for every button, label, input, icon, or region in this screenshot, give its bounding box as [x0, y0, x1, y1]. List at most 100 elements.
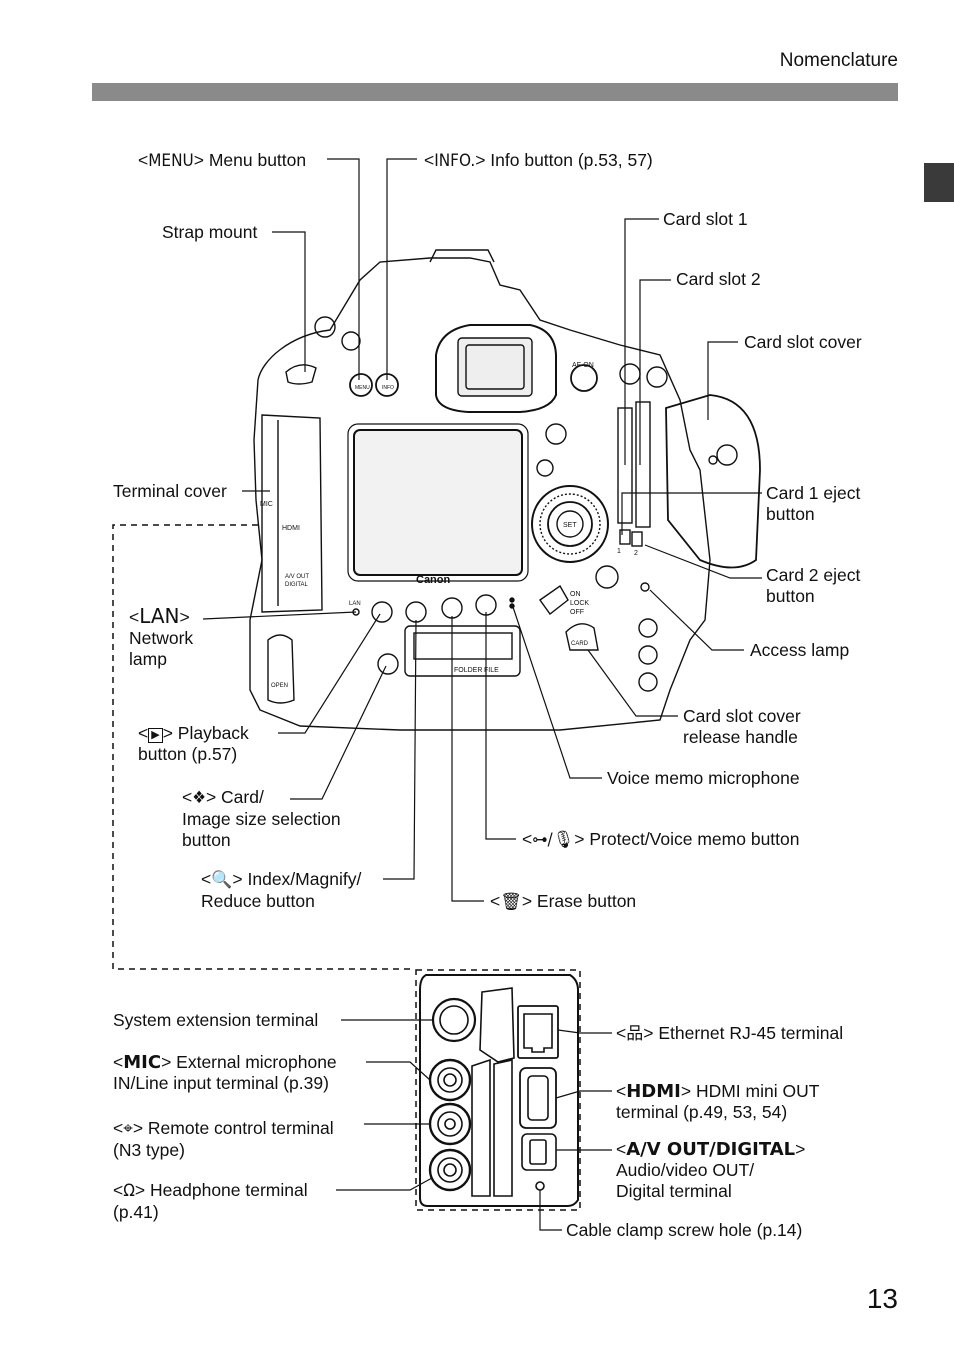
leader-voice-mic: [511, 603, 602, 779]
index-l2: Reduce button: [201, 891, 315, 911]
label-headphone: <Ω> Headphone terminal(p.41): [113, 1180, 308, 1222]
erase-text: Erase button: [536, 891, 637, 911]
label-menu-button: <MENU> Menu button: [138, 150, 307, 171]
lcd-folder: FOLDER: [454, 667, 482, 674]
card2-eject-l2: button: [766, 586, 815, 606]
av-out-glyph: A/V OUT/DIGITAL: [626, 1139, 796, 1160]
brand-logo: Canon: [416, 574, 451, 586]
ethernet-icon: 品: [626, 1024, 644, 1044]
headphone-icon: Ω: [123, 1181, 135, 1201]
switch-lock: LOCK: [570, 600, 589, 607]
leader-index: [383, 619, 417, 880]
label-av-out: <A/V OUT/DIGITAL>Audio/video OUT/Digital…: [616, 1139, 806, 1201]
playback-l1: Playback: [177, 723, 249, 743]
section-title: Nomenclature: [779, 50, 898, 71]
label-cable-clamp: Cable clamp screw hole (p.14): [566, 1220, 803, 1240]
slot-2-num: 2: [634, 550, 638, 557]
af-on-text: AF-ON: [572, 362, 594, 369]
leader-card-release: [587, 649, 678, 717]
erase-icon: 🗑: [500, 892, 522, 912]
release-l1: Card slot cover: [683, 706, 801, 726]
av-l2: Digital terminal: [616, 1181, 732, 1201]
port-av-text: A/V OUT: [285, 574, 309, 580]
label-index-magnify: <🔍> Index/Magnify/Reduce button: [201, 869, 362, 911]
release-l2: release handle: [683, 727, 798, 747]
callout-dash-box: [415, 969, 581, 1211]
info-glyph: INFO.: [434, 151, 476, 171]
port-mic-text: MIC: [260, 501, 273, 508]
card1-eject-l1: Card 1 eject: [766, 483, 861, 503]
leader-ethernet: [557, 1029, 612, 1034]
label-strap-mount: Strap mount: [162, 222, 258, 242]
chapter-tab: [924, 163, 954, 202]
leader-hdmi: [555, 1090, 612, 1099]
lcd-file: FILE: [484, 667, 499, 674]
protect-voice-text: Protect/Voice memo button: [589, 829, 800, 849]
card-image-icon: ❖: [192, 788, 206, 808]
label-erase: <🗑> Erase button: [490, 891, 637, 912]
card2-eject-l1: Card 2 eject: [766, 565, 861, 585]
playback-l2: button (p.57): [138, 744, 238, 764]
label-remote: <⌖> Remote control terminal(N3 type): [113, 1118, 334, 1160]
leader-lan: [202, 611, 357, 620]
mic-glyph: MIC: [123, 1052, 162, 1073]
card-image-l2: Image size selection: [182, 809, 341, 829]
label-system-extension: System extension terminal: [113, 1010, 319, 1030]
headphone-l1: Headphone terminal: [150, 1180, 308, 1200]
remote-l2: (N3 type): [113, 1140, 185, 1160]
label-terminal-cover: Terminal cover: [113, 481, 227, 501]
mic-l1: External microphone: [176, 1052, 337, 1072]
lan-glyph: LAN: [139, 604, 180, 628]
leader-slot1: [624, 218, 659, 465]
card-image-l3: button: [182, 830, 231, 850]
leader-card2-eject: [644, 544, 762, 579]
leader-info: [386, 158, 417, 380]
card-text: CARD: [571, 641, 589, 647]
label-card-slot-cover: Card slot cover: [744, 332, 862, 352]
protect-voice-icon: ⊶/🎙: [532, 830, 575, 850]
label-ethernet: <品> Ethernet RJ-45 terminal: [616, 1023, 844, 1044]
remote-l1: Remote control terminal: [147, 1118, 334, 1138]
leader-headphone: [336, 1177, 433, 1191]
port-hdmi-text: HDMI: [282, 525, 300, 532]
leader-cable-clamp: [539, 1190, 562, 1231]
header-rule: [92, 83, 898, 101]
card-image-l1: Card/: [221, 787, 264, 807]
port-lan-text: LAN: [349, 601, 361, 607]
grip-open: OPEN: [271, 683, 288, 689]
leader-slot2: [639, 279, 671, 465]
leader-protect: [485, 612, 516, 840]
leader-card-image: [290, 665, 387, 800]
leader-strap: [272, 231, 306, 372]
port-digital-text: DIGITAL: [285, 582, 309, 588]
slot-1-num: 1: [617, 548, 621, 555]
label-voice-memo-mic: Voice memo microphone: [607, 768, 800, 788]
menu-btn-text: MENU: [355, 385, 370, 391]
mic-l2: IN/Line input terminal (p.39): [113, 1073, 329, 1093]
card1-eject-l2: button: [766, 504, 815, 524]
lan-l2: lamp: [129, 649, 167, 669]
label-card-slot-2: Card slot 2: [676, 269, 761, 289]
hdmi-l2: terminal (p.49, 53, 54): [616, 1102, 788, 1122]
magnify-icon: 🔍: [211, 870, 233, 890]
info-text: Info button (p.53, 57): [490, 150, 653, 170]
info-btn-text: INFO: [382, 385, 394, 391]
leader-mic: [366, 1061, 431, 1081]
label-card-slot-1: Card slot 1: [663, 209, 748, 229]
leader-playback: [278, 613, 381, 734]
headphone-l2: (p.41): [113, 1202, 159, 1222]
menu-glyph: MENU: [148, 151, 194, 171]
page-number: 13: [866, 1283, 898, 1314]
leader-card1-eject: [621, 492, 762, 535]
playback-icon: ▶: [148, 728, 163, 743]
hdmi-l1: HDMI mini OUT: [695, 1081, 820, 1101]
